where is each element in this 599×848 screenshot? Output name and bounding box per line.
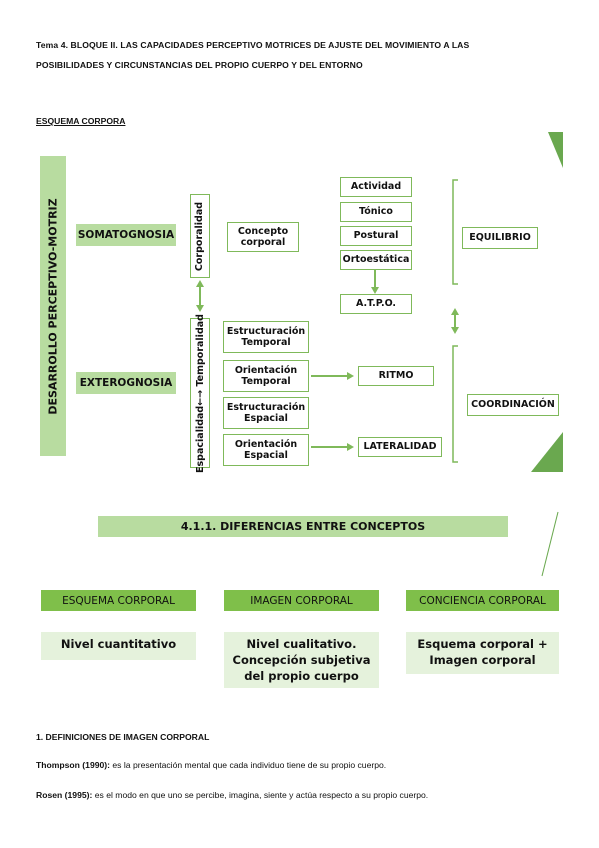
- column-heading-conciencia: CONCIENCIA CORPORAL: [406, 590, 559, 611]
- definitions-heading: 1. DEFINICIONES DE IMAGEN CORPORAL: [36, 732, 210, 742]
- bracket-equilibrio: [452, 179, 458, 285]
- column-body-esquema: Nivel cuantitativo: [41, 632, 196, 660]
- decor-triangle-bottom: [531, 432, 563, 472]
- column-body-line: del propio cuerpo: [244, 669, 359, 684]
- corporalidad-box: Corporalidad: [190, 194, 210, 278]
- column-body-line: Nivel cualitativo.: [246, 637, 357, 651]
- exterognosia-box: EXTEROGNOSIA: [76, 372, 176, 394]
- estructuracion-espacial-box: Estructuración Espacial: [223, 397, 309, 429]
- column-body-line: Nivel cuantitativo: [60, 637, 177, 651]
- column-body-line: Concepción subjetiva: [232, 653, 371, 668]
- ritmo-box: RITMO: [358, 366, 434, 386]
- decor-line-right: [541, 511, 559, 577]
- perceptive-motor-diagram: DESARROLLO PERCEPTIVO-MOTRIZ SOMATOGNOSI…: [36, 132, 563, 472]
- actividad-box: Actividad: [340, 177, 412, 197]
- somatognosia-box: SOMATOGNOSIA: [76, 224, 176, 246]
- column-body-conciencia: Esquema corporal + Imagen corporal: [406, 632, 559, 674]
- decor-triangle-top: [548, 132, 563, 168]
- espacialidad-temporalidad-box: Espacialidad←→ Temporalidad: [190, 314, 210, 472]
- definition-rosen: Rosen (1995): es el modo en que uno se p…: [36, 790, 428, 800]
- column-heading-esquema: ESQUEMA CORPORAL: [41, 590, 196, 611]
- column-heading-imagen: IMAGEN CORPORAL: [224, 590, 379, 611]
- lateralidad-box: LATERALIDAD: [358, 437, 442, 457]
- definition-text: es el modo en que uno se percibe, imagin…: [92, 790, 429, 800]
- coordinacion-box: COORDINACIÓN: [467, 394, 559, 416]
- postural-box: Postural: [340, 226, 412, 246]
- section-title: ESQUEMA CORPORA: [36, 116, 126, 126]
- definition-thompson: Thompson (1990): es la presentación ment…: [36, 760, 386, 770]
- bracket-coordinacion: [452, 345, 458, 463]
- column-body-imagen: Nivel cualitativo. Concepción subjetiva …: [224, 632, 379, 688]
- column-body-line: Esquema corporal +: [417, 637, 548, 651]
- atpo-box: A.T.P.O.: [340, 294, 412, 314]
- concepto-corporal-box: Concepto corporal: [227, 222, 299, 252]
- differences-title: 4.1.1. DIFERENCIAS ENTRE CONCEPTOS: [98, 516, 508, 537]
- equilibrio-box: EQUILIBRIO: [462, 227, 538, 249]
- definition-author: Rosen (1995):: [36, 790, 93, 800]
- tonico-box: Tónico: [340, 202, 412, 222]
- document-header-line-1: Tema 4. BLOQUE II. LAS CAPACIDADES PERCE…: [36, 40, 470, 50]
- diagram-connectors: [196, 132, 563, 472]
- definition-text: es la presentación mental que cada indiv…: [110, 760, 387, 770]
- orientacion-temporal-box: Orientación Temporal: [223, 360, 309, 392]
- column-body-line: Imagen corporal: [429, 653, 536, 668]
- ortoestatica-box: Ortoestática: [340, 250, 412, 270]
- main-axis-label: DESARROLLO PERCEPTIVO-MOTRIZ: [40, 156, 66, 456]
- estructuracion-temporal-box: Estructuración Temporal: [223, 321, 309, 353]
- orientacion-espacial-box: Orientación Espacial: [223, 434, 309, 466]
- definition-author: Thompson (1990):: [36, 760, 111, 770]
- document-header-line-2: POSIBILIDADES Y CIRCUNSTANCIAS DEL PROPI…: [36, 60, 363, 70]
